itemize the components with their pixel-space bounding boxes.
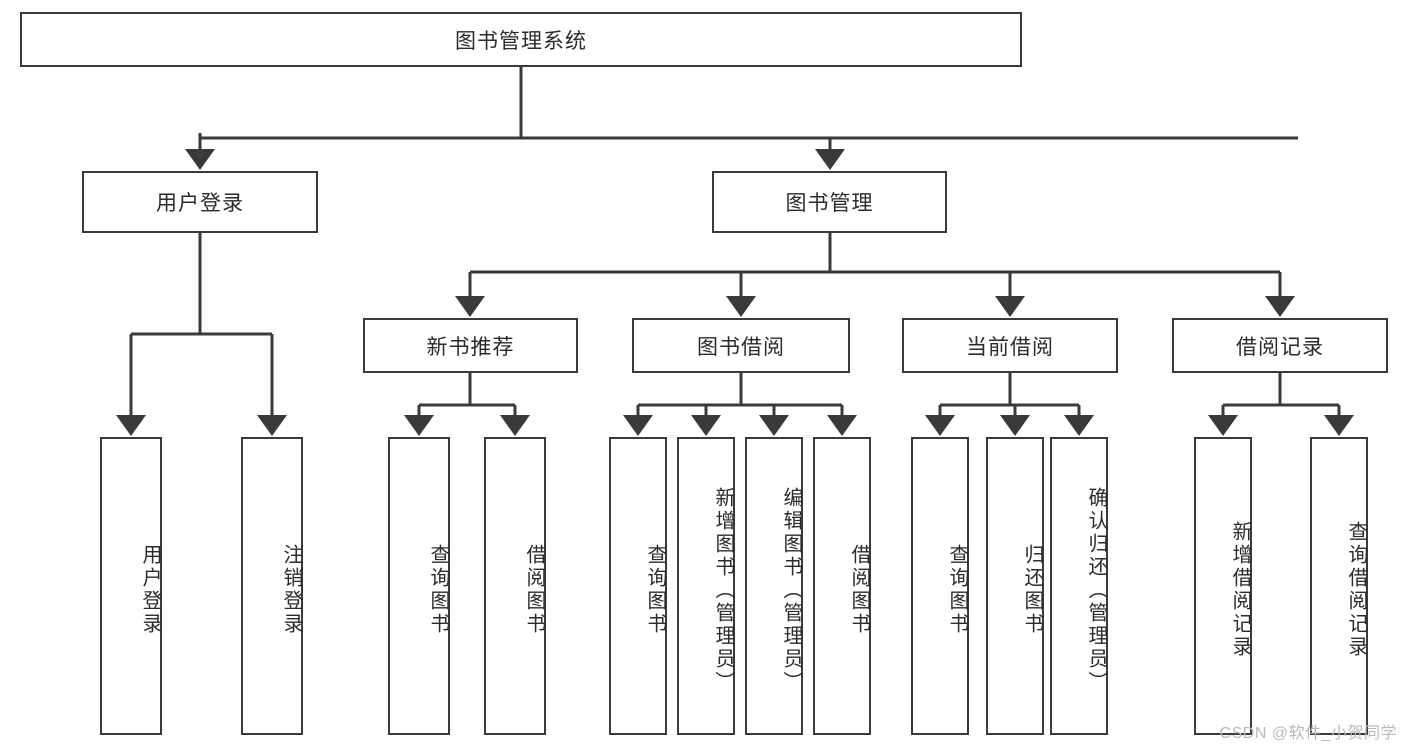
node-book-manage-label: 图书管理 [785, 192, 874, 215]
node-leaf-query-book-1-label: 查询图书 [427, 544, 449, 636]
node-leaf-confirm-return-label: 确认归还（管理员） [1085, 486, 1107, 694]
node-leaf-user-login[interactable]: 用户登录 [100, 437, 162, 735]
node-borrow-record-label: 借阅记录 [1236, 335, 1324, 359]
node-leaf-query-record[interactable]: 查询借阅记录 [1310, 437, 1368, 735]
node-borrow-record[interactable]: 借阅记录 [1172, 318, 1388, 373]
node-leaf-borrow-book-1-label: 借阅图书 [523, 544, 545, 636]
node-leaf-edit-book-label: 编辑图书（管理员） [780, 486, 802, 694]
node-root[interactable]: 图书管理系统 [20, 12, 1022, 67]
node-leaf-add-record-label: 新增借阅记录 [1229, 521, 1251, 659]
node-leaf-add-book[interactable]: 新增图书（管理员） [677, 437, 735, 735]
node-leaf-query-book-2-label: 查询图书 [644, 544, 666, 636]
node-new-book-recommend-label: 新书推荐 [426, 335, 515, 359]
node-leaf-edit-book[interactable]: 编辑图书（管理员） [745, 437, 803, 735]
node-root-label: 图书管理系统 [455, 29, 587, 53]
node-book-borrow[interactable]: 图书借阅 [632, 318, 850, 373]
node-current-borrow[interactable]: 当前借阅 [902, 318, 1118, 373]
node-leaf-logout[interactable]: 注销登录 [241, 437, 303, 735]
node-leaf-borrow-book-2[interactable]: 借阅图书 [813, 437, 871, 735]
node-leaf-query-book-3-label: 查询图书 [946, 544, 968, 636]
node-new-book-recommend[interactable]: 新书推荐 [363, 318, 578, 373]
watermark: CSDN @软件_小贺同学 [1219, 725, 1397, 742]
node-leaf-query-book-3[interactable]: 查询图书 [911, 437, 969, 735]
node-book-borrow-label: 图书借阅 [697, 335, 785, 359]
node-leaf-query-book-1[interactable]: 查询图书 [388, 437, 450, 735]
node-leaf-query-record-label: 查询借阅记录 [1345, 521, 1367, 659]
node-user-login[interactable]: 用户登录 [82, 171, 318, 233]
node-leaf-return-book-label: 归还图书 [1021, 544, 1043, 636]
node-leaf-query-book-2[interactable]: 查询图书 [609, 437, 667, 735]
node-current-borrow-label: 当前借阅 [966, 335, 1054, 359]
node-leaf-add-record[interactable]: 新增借阅记录 [1194, 437, 1252, 735]
node-leaf-add-book-label: 新增图书（管理员） [712, 486, 734, 694]
node-user-login-label: 用户登录 [156, 192, 244, 215]
node-leaf-borrow-book-1[interactable]: 借阅图书 [484, 437, 546, 735]
node-leaf-borrow-book-2-label: 借阅图书 [848, 544, 870, 636]
node-leaf-logout-label: 注销登录 [280, 544, 302, 636]
node-book-manage[interactable]: 图书管理 [712, 171, 947, 233]
node-leaf-return-book[interactable]: 归还图书 [986, 437, 1044, 735]
node-leaf-confirm-return[interactable]: 确认归还（管理员） [1050, 437, 1108, 735]
node-leaf-user-login-label: 用户登录 [139, 544, 161, 636]
